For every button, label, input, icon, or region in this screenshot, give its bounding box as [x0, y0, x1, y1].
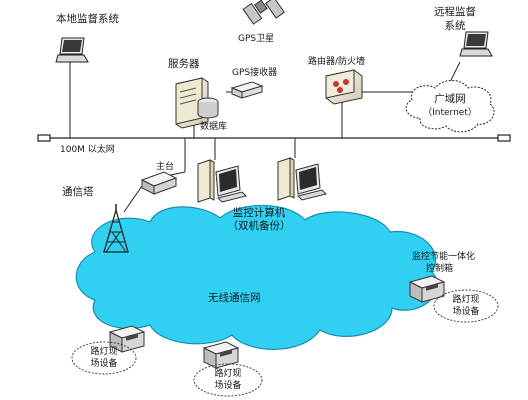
energy-box-label-2: 控制箱 — [426, 264, 454, 274]
wan-label-2: （Internet） — [423, 108, 477, 118]
wireless-network-label: 无线通信网 — [208, 292, 261, 304]
device-left-label-2: 场设备 — [90, 359, 118, 369]
router-icon — [325, 69, 363, 105]
database-icon — [197, 97, 219, 119]
gps-satellite-label: GPS卫星 — [238, 34, 275, 44]
ethernet-label: 100M 以太网 — [60, 145, 115, 155]
gps-receiver-icon — [230, 81, 264, 99]
laptop-icon — [459, 31, 493, 57]
connection-lines — [69, 61, 461, 213]
host-label: 主台 — [156, 162, 175, 172]
monitor-computer-label-2: （双机备份） — [227, 220, 291, 232]
workstation-icon — [197, 159, 247, 203]
control-box-icon — [108, 325, 146, 353]
remote-monitor-label-1: 远程监督 — [434, 6, 476, 18]
wan-cloud — [405, 80, 495, 133]
satellite-icon — [242, 0, 285, 25]
workstation-icon — [277, 157, 327, 201]
ethernet-bus — [37, 134, 511, 142]
device-left-label-1: 路灯现 — [90, 347, 118, 357]
database-label: 数据库 — [200, 122, 228, 132]
energy-box-label-1: 监控节能一体化 — [412, 252, 476, 262]
device-bottom-label-2: 场设备 — [214, 381, 242, 391]
laptop-icon — [55, 37, 89, 63]
gps-receiver-label: GPS接收器 — [232, 68, 278, 78]
control-box-icon — [408, 275, 446, 303]
comm-tower-label: 通信塔 — [62, 186, 94, 198]
local-monitor-label: 本地监督系统 — [56, 13, 119, 25]
device-right-label-1: 路灯现 — [452, 295, 480, 305]
device-right-label-2: 场设备 — [452, 307, 480, 317]
device-bottom-label-1: 路灯现 — [214, 369, 242, 379]
host-modem-icon — [140, 171, 178, 195]
wan-label-1: 广域网 — [434, 93, 466, 105]
remote-monitor-label-2: 系统 — [444, 20, 466, 32]
server-label: 服务器 — [168, 58, 200, 70]
control-box-icon — [202, 341, 240, 369]
router-firewall-label: 路由器/防火墙 — [308, 57, 366, 67]
radio-tower-icon — [103, 204, 129, 253]
monitor-computer-label-1: 监控计算机 — [232, 207, 286, 219]
device-outlines — [71, 289, 499, 397]
